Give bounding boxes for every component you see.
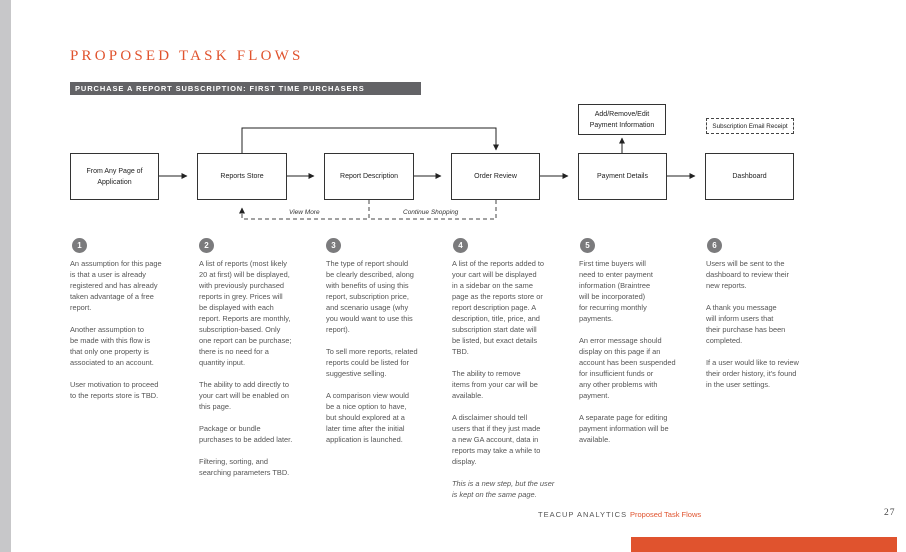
step-notes-4: A list of the reports added to your cart… xyxy=(452,258,557,511)
step-5-paragraph: An error message should display on this … xyxy=(579,336,676,400)
step-6-paragraph: If a user would like to review their ord… xyxy=(706,358,799,389)
node-dashboard: Dashboard xyxy=(705,153,794,200)
step-1-paragraph: User motivation to proceed to the report… xyxy=(70,380,159,400)
node-payment-details: Payment Details xyxy=(578,153,667,200)
node-from-any-page: From Any Page of Application xyxy=(70,153,159,200)
edge-reports-store-to-order-review-bypass xyxy=(241,127,499,153)
step-notes-3: The type of report should be clearly des… xyxy=(326,258,431,456)
step-2-paragraph: Filtering, sorting, and searching parame… xyxy=(199,457,290,477)
step-badge-5: 5 xyxy=(580,238,595,253)
step-3-paragraph: To sell more reports, related reports co… xyxy=(326,347,418,378)
step-5-paragraph: A separate page for editing payment info… xyxy=(579,413,669,444)
left-edge-strip xyxy=(0,0,11,552)
step-1-paragraph: An assumption for this page is that a us… xyxy=(70,259,162,312)
step-notes-1: An assumption for this page is that a us… xyxy=(70,258,175,412)
edge-label-continue-shopping: Continue Shopping xyxy=(403,209,459,216)
step-notes-2: A list of reports (most likely 20 at fir… xyxy=(199,258,304,489)
node-order-review: Order Review xyxy=(451,153,540,200)
node-from-any-page-label: From Any Page of Application xyxy=(86,167,143,186)
section-banner: PURCHASE A REPORT SUBSCRIPTION: FIRST TI… xyxy=(70,82,421,95)
step-2-paragraph: The ability to add directly to your cart… xyxy=(199,380,289,411)
step-3-paragraph: A comparison view would be a nice option… xyxy=(326,391,409,444)
node-add-remove-edit-payment-label: Add/Remove/Edit Payment Information xyxy=(589,110,655,129)
page-number: 27 xyxy=(884,508,896,518)
node-reports-store-label: Reports Store xyxy=(220,173,264,180)
step-1-paragraph: Another assumption to be made with this … xyxy=(70,325,154,367)
edge-view-more-return xyxy=(239,200,370,220)
step-4-paragraph: A disclaimer should tell users that if t… xyxy=(452,413,541,466)
step-4-italic-note: This is a new step, but the user is kept… xyxy=(452,479,555,499)
step-notes-6: Users will be sent to the dashboard to r… xyxy=(706,258,811,401)
step-notes-5: First time buyers will need to enter pay… xyxy=(579,258,684,456)
step-3-paragraph: The type of report should be clearly des… xyxy=(326,259,414,334)
step-badge-3: 3 xyxy=(326,238,341,253)
step-2-paragraph: Package or bundle purchases to be added … xyxy=(199,424,293,444)
node-add-remove-edit-payment: Add/Remove/Edit Payment Information xyxy=(578,104,666,135)
node-report-description-label: Report Description xyxy=(340,173,398,180)
step-badge-6: 6 xyxy=(707,238,722,253)
page-title: PROPOSED TASK FLOWS xyxy=(70,48,304,64)
step-4-paragraph: The ability to remove items from your ca… xyxy=(452,369,538,400)
footer-brand: TEACUP ANALYTICS xyxy=(538,510,628,519)
step-2-paragraph: A list of reports (most likely 20 at fir… xyxy=(199,259,292,367)
node-subscription-email-receipt-label: Subscription Email Receipt xyxy=(712,122,788,130)
node-reports-store: Reports Store xyxy=(197,153,287,200)
step-4-paragraph: A list of the reports added to your cart… xyxy=(452,259,545,356)
step-badge-4: 4 xyxy=(453,238,468,253)
step-5-paragraph: First time buyers will need to enter pay… xyxy=(579,259,653,323)
node-report-description: Report Description xyxy=(324,153,414,200)
node-subscription-email-receipt: Subscription Email Receipt xyxy=(706,118,794,134)
step-6-paragraph: Users will be sent to the dashboard to r… xyxy=(706,259,789,290)
edge-label-view-more: View More xyxy=(289,209,320,216)
node-order-review-label: Order Review xyxy=(474,173,517,180)
step-badge-1: 1 xyxy=(72,238,87,253)
node-payment-details-label: Payment Details xyxy=(597,173,648,180)
node-dashboard-label: Dashboard xyxy=(732,173,767,180)
step-badge-2: 2 xyxy=(199,238,214,253)
step-6-paragraph: A thank you message will inform users th… xyxy=(706,303,786,345)
footer-accent-bar xyxy=(631,537,897,552)
footer-section-title: Proposed Task Flows xyxy=(630,510,702,519)
